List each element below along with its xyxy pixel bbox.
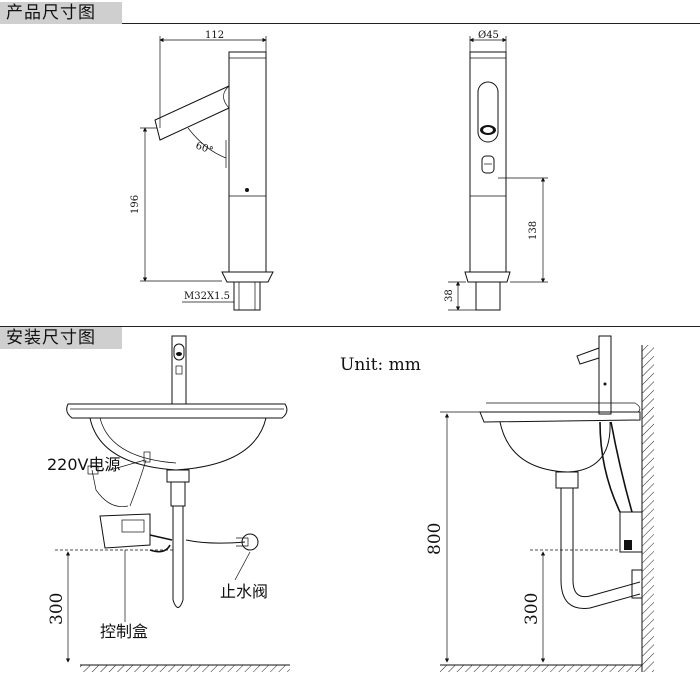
thread-spec-label: M32X1.5 — [184, 291, 230, 302]
section-divider-top — [0, 23, 700, 24]
valve-label: 止水阀 — [220, 582, 268, 601]
left-floor-height-dim: 300 — [47, 593, 67, 625]
front-height-dim: 138 — [528, 221, 539, 240]
right-floor-height-dim: 300 — [522, 593, 542, 625]
side-height-dim: 196 — [130, 195, 141, 214]
section-divider-install — [0, 326, 700, 327]
front-base-dim: 38 — [444, 289, 455, 302]
installation-side-view: 800 300 — [425, 335, 654, 672]
spout-angle-dim: 60° — [194, 140, 214, 156]
faucet-front-view: Ø45 138 38 — [444, 30, 548, 311]
control-box-label: 控制盒 — [100, 622, 148, 641]
section-title-installation-dimensions: 安装尺寸图 — [0, 327, 122, 349]
front-diameter-dim: Ø45 — [478, 30, 499, 41]
installation-front-view: 220V电源 止水阀 控制盒 300 — [47, 335, 290, 672]
side-width-dim: 112 — [205, 30, 224, 41]
power-label: 220V电源 — [47, 455, 121, 474]
unit-label: Unit: mm — [340, 355, 421, 375]
counter-height-dim: 800 — [425, 523, 445, 555]
faucet-side-view: 112 60° 196 M32X1.5 — [130, 30, 274, 311]
section-title-product-dimensions: 产品尺寸图 — [0, 2, 122, 24]
